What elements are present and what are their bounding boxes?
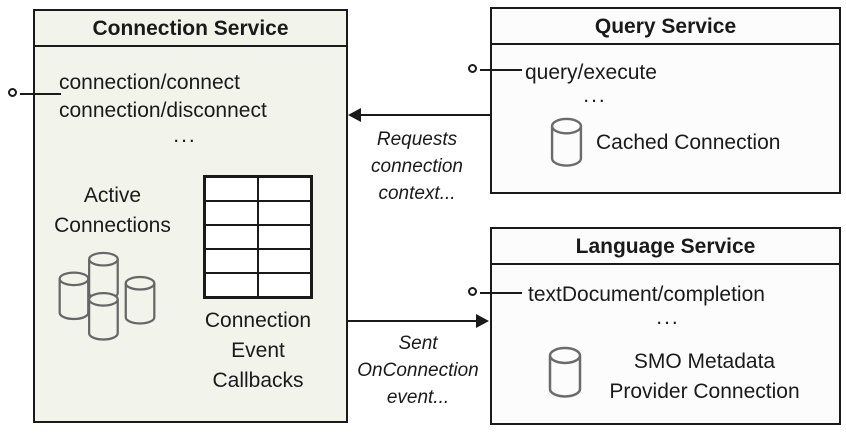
connection-service-interface-lollipop-icon [8,88,17,97]
query-service-interface-line [480,69,522,71]
query-service-interface-lollipop-icon [468,64,477,73]
requests-connection-arrowhead-icon [348,108,361,122]
connection-service-box: Connection Service connection/connect co… [33,9,348,423]
active-connections-cylinders-icon [58,251,156,341]
table-cell [258,273,311,297]
language-service-interface-line [480,292,522,294]
connection-service-interface-line [20,93,61,95]
table-cell [258,177,311,201]
method-connection-connect: connection/connect [59,71,240,94]
table-cell [258,225,311,249]
method-textdocument-completion: textDocument/completion [528,283,765,306]
connection-service-title: Connection Service [35,11,346,47]
sent-onconnection-label: Sent OnConnection event... [357,333,479,408]
table-cell [205,225,258,249]
table-cell [205,273,258,297]
smo-connection-cylinder-icon [548,346,582,398]
cached-connection-label: Cached Connection [596,131,781,154]
requests-connection-arrow-line [360,114,490,116]
language-service-title: Language Service [492,229,839,265]
language-methods-ellipsis: ... [656,306,680,329]
language-service-interface-lollipop-icon [468,287,477,296]
query-service-title: Query Service [492,9,839,45]
method-query-execute: query/execute [525,61,657,84]
sent-onconnection-arrow-line [348,320,478,322]
callback-table-icon [203,175,313,299]
requests-connection-label: Requests connection context... [371,129,463,204]
table-cell [205,201,258,225]
connection-event-callbacks-label: Connection Event Callbacks [204,309,312,392]
cached-connection-cylinder-icon [550,117,583,167]
query-methods-ellipsis: ... [583,84,607,107]
table-cell [258,201,311,225]
smo-metadata-provider-connection-label: SMO Metadata Provider Connection [609,350,800,403]
connection-methods-list: connection/connect connection/disconnect… [59,69,311,147]
table-cell [205,249,258,273]
table-cell [258,249,311,273]
sent-onconnection-arrowhead-icon [476,314,489,328]
language-service-box: Language Service textDocument/completion… [490,227,841,425]
connection-methods-ellipsis: ... [173,124,197,147]
active-connections-label: Active Connections [54,184,171,237]
table-cell [205,177,258,201]
method-connection-disconnect: connection/disconnect [59,99,267,122]
query-service-box: Query Service query/execute ... Cached C… [490,7,841,194]
